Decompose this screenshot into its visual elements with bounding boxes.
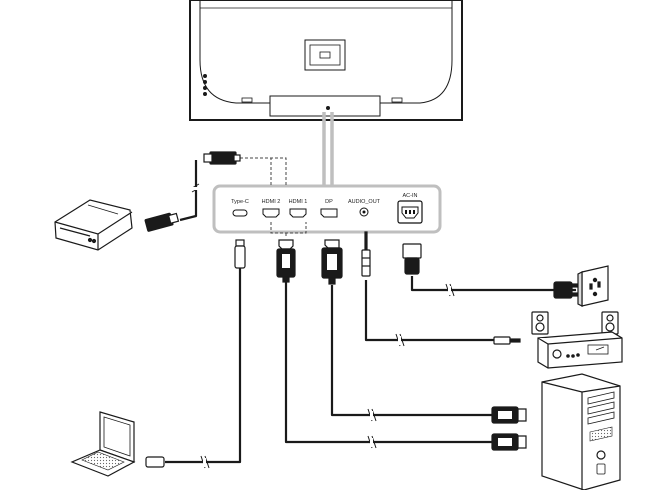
cables: [165, 160, 576, 464]
hdmi1-port[interactable]: HDMI 1: [289, 199, 308, 218]
port-label-type-c: Type-C: [231, 199, 249, 205]
dvd-player: [54, 199, 133, 251]
type-c-plug: [234, 239, 246, 269]
dashed-links: [240, 157, 307, 238]
wall-outlet: [577, 265, 609, 307]
hdmi2-port[interactable]: HDMI 2: [262, 199, 281, 218]
dp-plug-pc: [491, 406, 527, 424]
laptop: [70, 411, 136, 477]
audio-jack-plug: [361, 231, 371, 277]
monitor-rear: [189, 0, 463, 121]
stereo-amplifier: [531, 311, 623, 369]
break-marks: [191, 183, 455, 469]
type-c-port[interactable]: Type-C: [231, 199, 249, 217]
hdmi-plug-panel: [276, 239, 296, 283]
port-label-hdmi2: HDMI 2: [262, 199, 281, 205]
hdmi-plug-pc: [491, 433, 527, 451]
ac-plug-panel: [402, 243, 422, 275]
connectors: [144, 151, 581, 468]
zoom-callout: [322, 112, 334, 185]
dp-port[interactable]: DP: [320, 199, 338, 218]
port-label-dp: DP: [325, 199, 333, 205]
io-panel: Type-C HDMI 2 HDMI 1 DP AUDIO_OUT: [212, 184, 442, 234]
dp-plug-panel: [321, 239, 343, 285]
port-label-ac: AC-IN: [403, 193, 418, 199]
ac-plug-outlet: [553, 281, 581, 299]
hdmi-plug-dvd: [144, 212, 180, 232]
audio-out-port[interactable]: AUDIO_OUT: [348, 199, 381, 217]
audio-jack-amp: [493, 336, 521, 345]
port-label-hdmi1: HDMI 1: [289, 199, 308, 205]
hdmi-plug-top-left: [203, 151, 241, 165]
desktop-tower: [541, 373, 621, 490]
port-label-audio: AUDIO_OUT: [348, 199, 381, 205]
type-c-plug-laptop: [145, 456, 165, 468]
ac-in-port[interactable]: AC-IN: [397, 193, 423, 224]
